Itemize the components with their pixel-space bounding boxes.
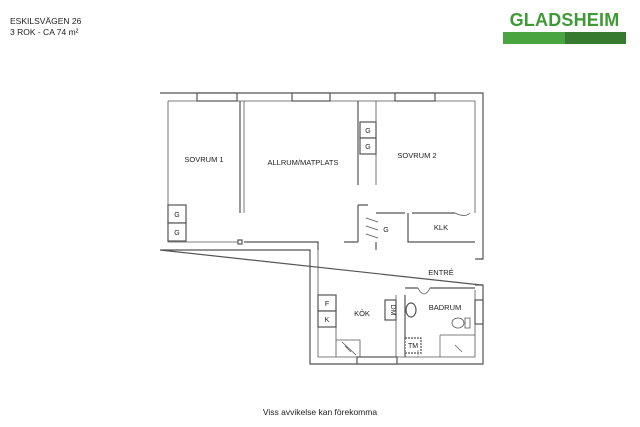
label-g: G [174,230,179,237]
tm-box [404,337,422,354]
appliance-box [317,310,337,328]
brand-logo: GLADSHEIM [503,10,626,44]
room-label-allrum: ALLRUM/MATPLATS [268,158,339,167]
shower [439,334,475,357]
room-label-klk: KLK [434,223,448,232]
sink [405,302,417,318]
label-f: F [325,301,329,308]
brand-bar-light [503,32,565,44]
outer-wall-inner [168,100,476,213]
window [394,92,436,102]
door-badrum [417,287,431,295]
brand-bar [503,32,626,44]
wall-closet [344,204,368,243]
room-label-sovrum2: SOVRUM 2 [397,151,436,160]
address-text: ESKILSVÄGEN 26 [10,16,82,26]
room-label-badrum: BADRUM [429,303,462,312]
wall-bottom-allrum [244,241,319,250]
label-g: G [383,227,388,234]
label-k: K [325,317,330,324]
label-g: G [365,144,370,151]
room-label-sovrum1: SOVRUM 1 [184,155,223,164]
label-g: G [365,128,370,135]
label-tm: TM [408,343,418,350]
room-label-kok: KÖK [354,309,370,318]
brand-bar-dark [564,32,626,44]
label-g: G [174,212,179,219]
wall-klk [407,213,475,243]
room-label-entre: ENTRÉ [428,268,453,277]
label-dm: DM [389,305,396,316]
wall-nub [237,239,243,245]
outer-wall-inner-left [167,101,240,243]
kitchen-counter [335,327,361,357]
door-sovrum2 [454,212,471,216]
size-text: 3 ROK - CA 74 m² [10,27,79,37]
appliance-box [167,222,187,242]
window [196,92,238,102]
toilet [451,317,471,329]
window [356,356,398,365]
appliance-box [359,137,377,155]
window [291,92,331,102]
kitchen-stove [341,341,357,356]
header-info: ESKILSVÄGEN 26 3 ROK - CA 74 m² [10,16,81,38]
dm-box [384,299,397,321]
closet-door [365,217,379,239]
door-entre [475,258,483,286]
window [474,299,484,325]
disclaimer-text: Viss avvikelse kan förekomma [262,407,378,417]
brand-name: GLADSHEIM [509,10,620,30]
